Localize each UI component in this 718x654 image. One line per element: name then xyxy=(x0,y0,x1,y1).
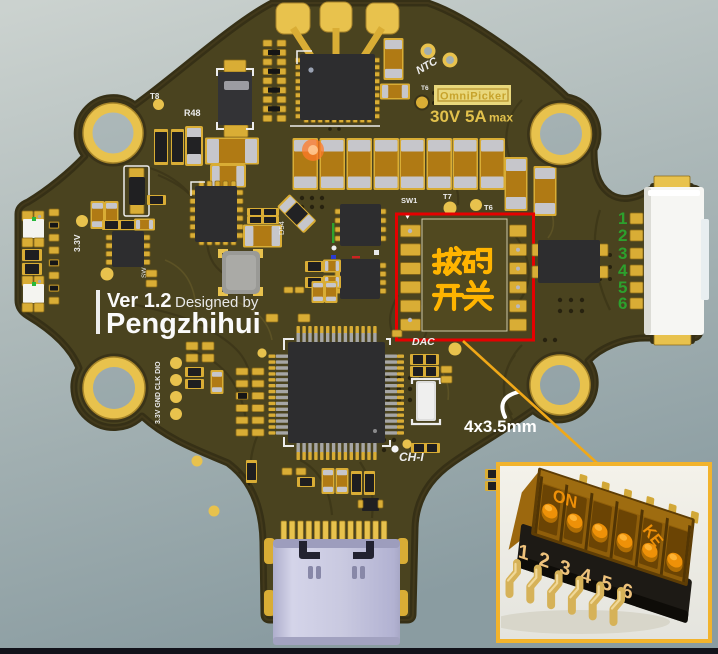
svg-text:3: 3 xyxy=(618,244,627,263)
svg-text:3.3V: 3.3V xyxy=(72,234,82,252)
svg-text:T6: T6 xyxy=(484,203,493,212)
svg-text:max: max xyxy=(489,111,513,125)
svg-text:T6: T6 xyxy=(421,85,429,92)
svg-text:1: 1 xyxy=(618,209,627,228)
svg-text:SW1: SW1 xyxy=(401,196,417,205)
svg-text:3.3V GND CLK DIO: 3.3V GND CLK DIO xyxy=(155,361,162,424)
svg-text:5: 5 xyxy=(618,278,627,297)
svg-text:R48: R48 xyxy=(184,108,201,118)
svg-text:DAC: DAC xyxy=(412,336,435,348)
svg-text:6: 6 xyxy=(618,294,627,313)
svg-text:OmniPicker: OmniPicker xyxy=(440,91,507,103)
svg-text:T7: T7 xyxy=(443,192,452,201)
svg-text:CH-I: CH-I xyxy=(399,450,424,464)
svg-text:2: 2 xyxy=(618,226,627,245)
svg-text:1: 1 xyxy=(517,540,530,565)
svg-text:SW: SW xyxy=(141,267,148,278)
svg-text:30V 5A: 30V 5A xyxy=(430,107,487,126)
svg-text:4x3.5mm: 4x3.5mm xyxy=(464,417,537,436)
svg-text:4: 4 xyxy=(618,261,628,280)
svg-text:T8: T8 xyxy=(150,92,160,101)
svg-text:Pengzhihui: Pengzhihui xyxy=(106,308,261,340)
svg-text:Designed by: Designed by xyxy=(175,294,259,311)
svg-text:D54: D54 xyxy=(277,221,286,235)
svg-text:Ver 1.2: Ver 1.2 xyxy=(107,290,172,312)
